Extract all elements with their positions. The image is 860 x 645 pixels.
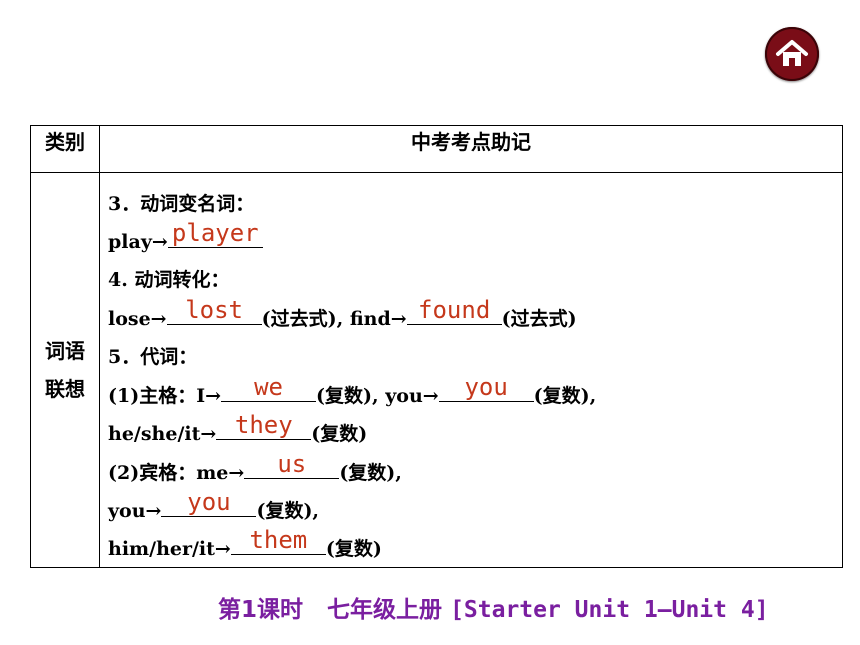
- text-past-tense: (过去式): [501, 308, 577, 330]
- answer-player: player: [171, 219, 259, 247]
- footer-book: 七年级上册: [327, 597, 443, 623]
- text-subject-i: (1)主格：I→: [108, 385, 222, 407]
- line-pronoun-heading: 5．代词：: [108, 346, 198, 368]
- line-you-object: you→ you (复数),: [108, 490, 320, 523]
- line-verb-conversion-heading: 4. 动词转化：: [108, 269, 230, 291]
- text-plural: (复数): [325, 538, 382, 560]
- text-you: (复数), you→: [316, 385, 439, 407]
- text-plural: (复数),: [256, 500, 320, 522]
- answer-blank-we: we: [221, 375, 317, 402]
- text-he-she-it: he/she/it→: [108, 423, 217, 445]
- answer-blank-you-object: you: [161, 490, 257, 517]
- text-plural: (复数),: [339, 462, 402, 484]
- line-play: play→player: [108, 221, 263, 253]
- footer-lesson: 第1课时: [218, 597, 304, 623]
- header-category: 类别: [30, 125, 100, 173]
- text-plural: (复数),: [533, 385, 597, 407]
- answer-blank-them: them: [230, 528, 326, 555]
- answer-blank-you-plural: you: [438, 375, 534, 402]
- answer-blank-us: us: [244, 452, 340, 479]
- answer-they: they: [234, 411, 293, 439]
- footer-units: [Starter Unit 1—Unit 4]: [450, 597, 769, 623]
- category-line-2: 联想: [45, 377, 85, 401]
- text-plural: (复数): [311, 423, 368, 445]
- answer-you-object: you: [187, 488, 231, 516]
- text-find: (过去式), find→: [261, 308, 407, 330]
- category-line-1: 词语: [45, 339, 85, 363]
- answer-we: we: [254, 373, 283, 401]
- line-subject-pronouns: (1)主格：I→ we (复数), you→ you (复数),: [108, 375, 597, 408]
- answer-us: us: [277, 450, 307, 478]
- answer-blank-found: found: [406, 298, 502, 325]
- answer-blank-lost: lost: [166, 298, 262, 325]
- text-him-her-it: him/her/it→: [108, 538, 231, 560]
- answer-lost: lost: [185, 296, 243, 324]
- answer-them: them: [249, 526, 308, 554]
- answer-blank-player: player: [167, 221, 263, 248]
- line-object-pronouns: (2)宾格：me→ us (复数),: [108, 452, 402, 485]
- content-cell: 3．动词变名词： play→player 4. 动词转化： lose→ lost (…: [99, 172, 843, 568]
- table-header-row: 类别 中考考点助记: [30, 125, 843, 173]
- line-he-she-it: he/she/it→ they (复数): [108, 413, 368, 446]
- home-button[interactable]: [765, 27, 819, 81]
- text-you-object: you→: [108, 500, 162, 522]
- line-verb-to-noun-heading: 3．动词变名词：: [108, 193, 255, 215]
- home-icon: [776, 40, 808, 66]
- line-lose-find: lose→ lost (过去式), find→ found (过去式): [108, 298, 577, 331]
- header-content: 中考考点助记: [99, 125, 843, 173]
- answer-found: found: [418, 296, 491, 324]
- footer-lesson-info: 第1课时 七年级上册 [Starter Unit 1—Unit 4]: [218, 590, 769, 624]
- answer-blank-they: they: [216, 413, 312, 440]
- table-row: 词语 联想 3．动词变名词： play→player 4. 动词转化： lose…: [30, 172, 843, 568]
- answer-you-plural: you: [464, 373, 508, 401]
- line-him-her-it: him/her/it→ them (复数): [108, 528, 382, 561]
- knowledge-table: 类别 中考考点助记 词语 联想 3．动词变名词： play→player 4. …: [30, 125, 843, 568]
- category-cell: 词语 联想: [30, 172, 100, 568]
- text-play: play→: [108, 231, 168, 253]
- text-object-me: (2)宾格：me→: [108, 462, 245, 484]
- text-lose: lose→: [108, 308, 167, 330]
